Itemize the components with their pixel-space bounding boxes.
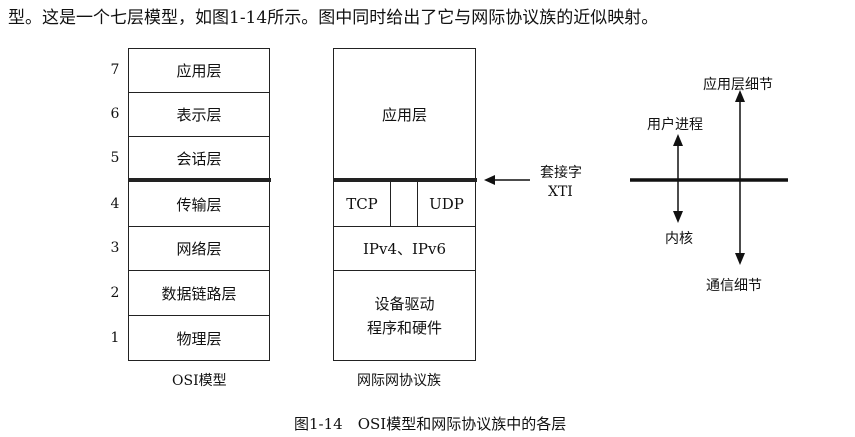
osi-session-layer: 会话层 [128, 136, 270, 181]
app-detail-label: 应用层细节 [703, 77, 773, 93]
layer-number-4: 4 [110, 196, 120, 212]
osi-physical-layer: 物理层 [128, 315, 270, 361]
intro-text: 型。这是一个七层模型，如图1-14所示。图中同时给出了它与网际协议族的近似映射。 [8, 8, 659, 28]
device-driver-box: 设备驱动 程序和硬件 [333, 270, 476, 361]
xti-label: XTI [548, 184, 573, 200]
osi-network-layer: 网络层 [128, 226, 270, 271]
layer-number-5: 5 [110, 150, 120, 166]
layer-number-7: 7 [110, 62, 120, 78]
device-driver-line-1: 设备驱动 [374, 294, 435, 313]
internet-suite-label: 网际网协议族 [357, 373, 441, 389]
layer-number-6: 6 [110, 106, 120, 122]
osi-transport-layer: 传输层 [128, 181, 270, 227]
device-driver-line-2: 程序和硬件 [366, 318, 442, 337]
comm-detail-label: 通信细节 [706, 278, 762, 294]
layer-number-3: 3 [110, 240, 120, 256]
osi-application-layer: 应用层 [128, 48, 270, 93]
layer-number-2: 2 [110, 285, 120, 301]
socket-label: 套接字 [540, 165, 582, 181]
osi-model-label: OSI模型 [172, 373, 227, 389]
layer-number-1: 1 [110, 330, 120, 346]
internet-application-layer: 应用层 [333, 48, 476, 181]
internet-boundary-line [333, 178, 477, 182]
user-kernel-arrow [673, 134, 683, 223]
socket-arrow [484, 175, 530, 185]
udp-box: UDP [417, 181, 476, 227]
tcp-box: TCP [333, 181, 391, 227]
app-comm-detail-arrow [735, 90, 745, 265]
user-process-label: 用户进程 [647, 117, 703, 133]
ip-box: IPv4、IPv6 [333, 226, 476, 271]
osi-boundary-line [128, 178, 271, 182]
kernel-label: 内核 [665, 231, 693, 247]
figure-caption: 图1-14 OSI模型和网际协议族中的各层 [294, 415, 567, 433]
